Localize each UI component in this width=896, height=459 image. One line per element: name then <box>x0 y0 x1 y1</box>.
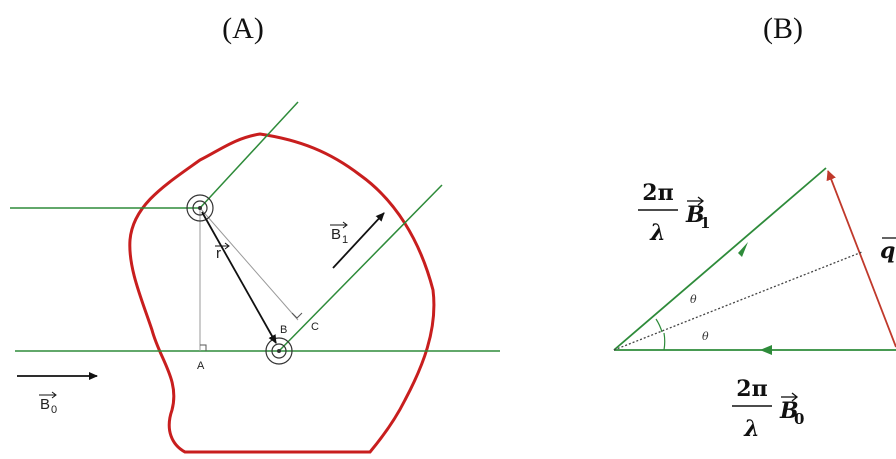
scatterer-point-upper <box>186 194 214 222</box>
angle-arc-lower <box>663 332 666 351</box>
vector-r-arrow <box>201 211 277 344</box>
svg-text:λ: λ <box>649 220 665 246</box>
b0-label: B 0 <box>39 391 57 416</box>
side-q <box>826 170 896 348</box>
svg-text:B: B <box>331 226 341 243</box>
b1-label: B 1 <box>330 221 348 246</box>
svg-text:0: 0 <box>51 404 57 416</box>
svg-text:B: B <box>779 398 799 424</box>
point-label-a: A <box>197 360 205 372</box>
q-label: q <box>880 237 896 264</box>
svg-text:B: B <box>40 396 50 413</box>
theta-upper: θ <box>690 293 697 306</box>
b1-arrow <box>332 212 385 269</box>
side-b1 <box>613 167 827 351</box>
svg-text:0: 0 <box>794 410 804 428</box>
b1-fraction-label: 2π λ B 1 <box>638 180 710 246</box>
point-label-b: B <box>280 324 287 336</box>
svg-text:q: q <box>880 238 895 264</box>
scattered-line-1 <box>199 101 299 209</box>
theta-lower: θ <box>702 330 709 343</box>
point-label-c: C <box>311 321 319 333</box>
b0-fraction-label: 2π λ B 0 <box>732 376 804 442</box>
right-angle-a <box>200 344 207 351</box>
angle-arc-upper <box>655 318 663 333</box>
side-b1-arrowhead <box>738 242 748 257</box>
right-angle-c <box>291 312 303 319</box>
svg-text:λ: λ <box>743 416 759 442</box>
svg-text:2π: 2π <box>642 180 673 206</box>
vector-r-label: r <box>215 242 230 262</box>
scattered-line-2 <box>278 184 443 352</box>
panel-a-title: (A) <box>222 12 264 45</box>
perpendicular-to-c <box>199 207 299 321</box>
scatterer-outline <box>128 132 436 454</box>
svg-text:2π: 2π <box>736 376 767 402</box>
svg-text:B: B <box>685 202 705 228</box>
bisector-line <box>613 251 863 351</box>
panel-b: θ θ 2π λ B 1 2π λ B 0 q <box>613 167 896 442</box>
panel-a: r A B C B 1 B 0 <box>10 101 500 454</box>
svg-text:1: 1 <box>700 214 710 232</box>
svg-text:r: r <box>216 245 221 262</box>
panel-b-title: (B) <box>763 12 803 45</box>
side-b0-arrowhead <box>760 345 772 355</box>
scatterer-point-lower <box>265 337 293 365</box>
svg-text:1: 1 <box>342 234 348 246</box>
